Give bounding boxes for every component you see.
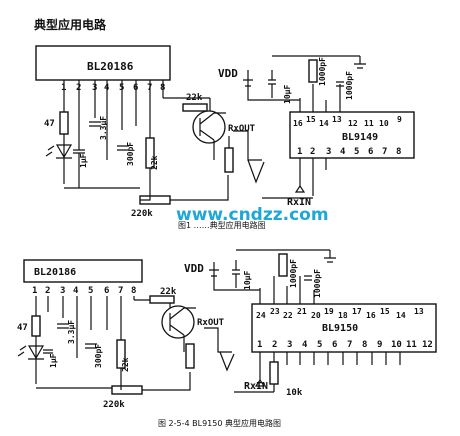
- lower-rx-pin: 3: [287, 340, 292, 350]
- lower-tx-pin: 7: [118, 286, 123, 296]
- lower-rxin-label: RxIN: [244, 381, 268, 392]
- upper-transistor: [192, 110, 226, 144]
- lower-rx-chip: [251, 303, 437, 353]
- lower-tx-pin: 5: [88, 286, 93, 296]
- lower-rx-pin: 8: [362, 340, 367, 350]
- lower-rx-pin: 17: [352, 307, 362, 316]
- lower-r10k-label: 10k: [286, 388, 303, 398]
- lower-c1000b-label: 1000pF: [313, 269, 322, 298]
- lower-tx-pin: 6: [104, 286, 109, 296]
- lower-c1000a-label: 1000pF: [289, 259, 298, 288]
- lower-tx-pin: 1: [32, 286, 37, 296]
- upper-rx-top-pins: 16 15 14 13 12 11 10 9: [293, 115, 402, 128]
- lower-rx-pin: 21: [297, 307, 307, 316]
- lower-tx-pin: 2: [45, 286, 50, 296]
- upper-c300-label: 300pF: [126, 142, 135, 166]
- upper-r22k-top-label: 22k: [186, 93, 203, 103]
- upper-r22k-v-label: 22k: [150, 155, 159, 170]
- upper-rx-pin: 6: [368, 147, 373, 157]
- lower-rx-pin: 16: [366, 311, 376, 320]
- lower-tx-pin: 8: [131, 286, 136, 296]
- figure-caption: 图 2-5-4 BL9150 典型应用电路图: [158, 418, 281, 428]
- upper-c1000a-label: 1000pF: [318, 57, 327, 86]
- upper-rx-chip-label: BL9149: [342, 132, 378, 143]
- lower-r220k-label: 220k: [103, 400, 125, 410]
- upper-caption: 图1 ……典型应用电路图: [178, 220, 266, 230]
- lower-c1-label: 1μF: [49, 353, 58, 368]
- upper-rx-pin: 2: [310, 147, 315, 157]
- lower-tx-chip-label: BL20186: [34, 267, 76, 278]
- upper-rx-pin: 15: [306, 115, 316, 124]
- upper-rxout-label: RxOUT: [228, 124, 256, 134]
- lower-rx-pin: 18: [338, 311, 348, 320]
- lower-vdd-label: VDD: [184, 262, 204, 275]
- upper-rx-pin: 14: [319, 119, 329, 128]
- lower-rx-pin: 22: [283, 311, 293, 320]
- upper-rx-pin: 12: [348, 119, 358, 128]
- lower-tx-pin: 3: [60, 286, 65, 296]
- upper-c1000b-label: 1000pF: [345, 71, 354, 100]
- lower-rx-pin: 14: [396, 311, 406, 320]
- upper-c33-label: 3.3μF: [99, 116, 108, 140]
- lower-circuit: BL20186 1 2 3 4 5 6 7 8 47 1μF 3.3μF 300…: [17, 249, 437, 410]
- lower-c33-label: 3.3μF: [67, 320, 76, 344]
- lower-rx-pin: 24: [256, 311, 266, 320]
- lower-tx-pin: 4: [73, 286, 79, 296]
- lower-rx-pin: 20: [311, 311, 321, 320]
- upper-circuit: BL20186 1 2 3 4 5 6 7 8 47 1μF 3.3μF 300…: [35, 45, 415, 230]
- lower-c300-label: 300pF: [94, 344, 103, 368]
- lower-rx-bottom-pins: 1 2 3 4 5 6 7 8 9 10 11 12: [257, 340, 433, 350]
- lower-rx-pin: 10: [391, 340, 402, 350]
- upper-rx-pin: 3: [326, 147, 331, 157]
- lower-rx-pin: 19: [324, 307, 334, 316]
- upper-rx-pin: 9: [397, 115, 402, 124]
- lower-rx-pin: 11: [406, 340, 417, 350]
- upper-rx-pin: 4: [340, 147, 346, 157]
- lower-rx-pin: 12: [422, 340, 433, 350]
- lower-rx-pin: 23: [270, 307, 280, 316]
- lower-rx-pin: 13: [414, 307, 424, 316]
- upper-rx-pin: 11: [364, 119, 374, 128]
- lower-rx-top-pins: 24 23 22 21 20 19 18 17 16 15 14 13: [256, 307, 424, 320]
- lower-rx-pin: 7: [347, 340, 352, 350]
- lower-tx-pins: 1 2 3 4 5 6 7 8: [32, 286, 136, 296]
- lower-rx-pin: 6: [332, 340, 337, 350]
- upper-vdd-label: VDD: [218, 67, 238, 80]
- lower-r47-label: 47: [17, 323, 28, 333]
- lower-tx-chip: [23, 259, 143, 283]
- upper-rx-pin: 1: [297, 147, 302, 157]
- upper-tx-chip-label: BL20186: [87, 60, 134, 73]
- lower-rx-chip-label: BL9150: [322, 323, 358, 334]
- upper-rx-pin: 10: [379, 119, 389, 128]
- upper-c10-label: 10μF: [283, 85, 292, 104]
- lower-c10-label: 10μF: [243, 271, 252, 290]
- upper-rx-pin: 16: [293, 119, 303, 128]
- lower-rx-pin: 15: [380, 307, 390, 316]
- upper-r220k-label: 220k: [131, 209, 153, 219]
- lower-rx-pin: 2: [272, 340, 277, 350]
- upper-rx-pin: 13: [332, 115, 342, 124]
- lower-rx-pin: 9: [377, 340, 382, 350]
- lower-rxout-label: RxOUT: [197, 318, 225, 328]
- lower-rx-pin: 1: [257, 340, 262, 350]
- upper-rx-pin: 5: [354, 147, 359, 157]
- upper-r47-label: 47: [44, 119, 55, 129]
- lower-rx-pin: 5: [317, 340, 322, 350]
- lower-rx-pin: 4: [302, 340, 308, 350]
- watermark: www.cndzz.com: [176, 205, 329, 225]
- upper-rx-chip: [289, 111, 415, 159]
- lower-r22k-v-label: 22k: [121, 357, 130, 372]
- upper-rx-pin: 7: [382, 147, 387, 157]
- lower-r22k-top-label: 22k: [160, 287, 177, 297]
- section-title: 典型应用电路: [34, 17, 107, 32]
- upper-tx-chip: [35, 45, 171, 81]
- lower-transistor: [161, 305, 195, 339]
- upper-rxin-label: RxIN: [287, 197, 311, 208]
- upper-rx-pin: 8: [396, 147, 401, 157]
- upper-c1-label: 1μF: [79, 153, 88, 168]
- upper-rx-bottom-pins: 1 2 3 4 5 6 7 8: [297, 147, 401, 157]
